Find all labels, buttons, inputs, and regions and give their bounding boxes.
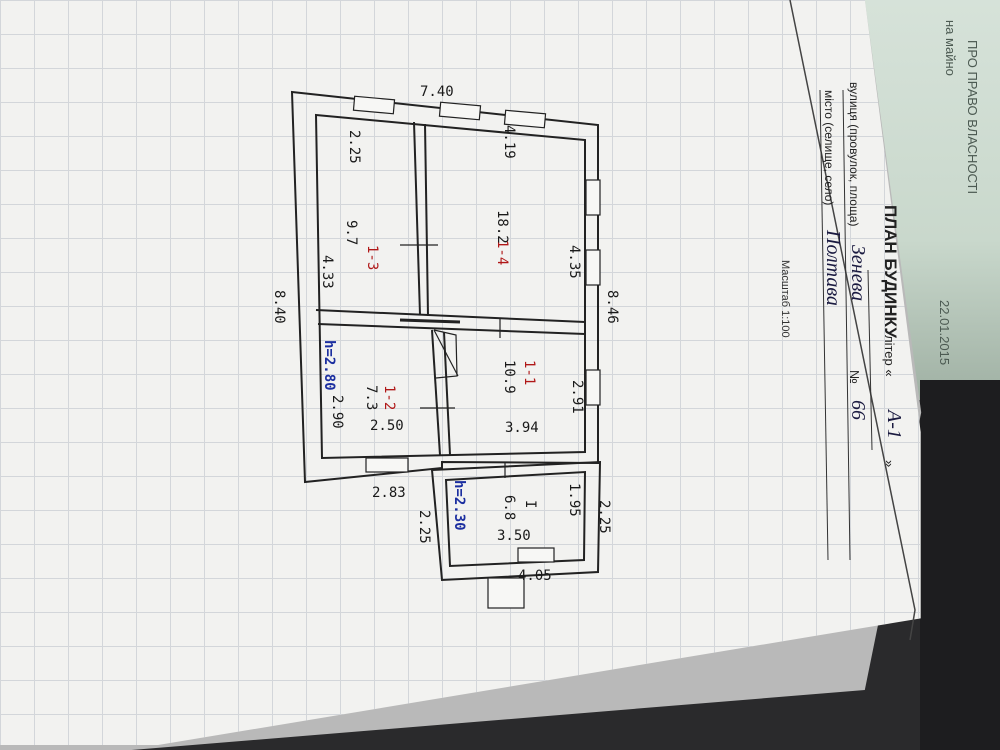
city-label: місто (селище, село) [822, 90, 836, 205]
number-value: 66 [847, 400, 869, 420]
number-label: № [847, 370, 862, 384]
room-1-1-width: 3.94 [505, 420, 539, 436]
letter-value: А-1 [883, 408, 905, 439]
dim-2-25-right: 2.25 [596, 500, 612, 534]
dim-right-length: 8.46 [604, 290, 620, 324]
room-1-4-id: 1-4 [494, 240, 510, 265]
room-1-3-length: 4.33 [319, 255, 335, 289]
room-1-4-area: 18.2 [494, 210, 510, 244]
room-I-width: 3.50 [497, 528, 531, 544]
form-lines [819, 89, 873, 561]
room-1-3-width: 2.25 [346, 130, 362, 164]
room-1-1-id: 1-1 [521, 360, 537, 385]
scale-label: Масштаб 1:100 [779, 260, 791, 338]
room-1-2-length: 2.90 [329, 395, 345, 429]
street-value: Зенева [847, 245, 869, 301]
form-header: ПЛАН БУДИНКУ літер « А-1 » вулиця (прову… [779, 82, 905, 467]
room-I-length: 1.95 [566, 483, 582, 517]
street-label: вулиця (провулок, площа) [847, 82, 861, 227]
room-1-4-width: 4.19 [501, 125, 517, 159]
room-1-1-length: 2.91 [569, 380, 585, 414]
room-1-2-width: 2.50 [370, 418, 404, 434]
svg-text:ПЛАН БУДИНКУ: ПЛАН БУДИНКУ [881, 205, 900, 338]
letter-close: » [882, 460, 897, 467]
room-1-3-area: 9.7 [343, 220, 359, 245]
dim-overall-length: 8.40 [271, 290, 287, 324]
city-value: Полтава [822, 229, 844, 306]
dim-2-83: 2.83 [372, 485, 406, 501]
outer-walls [290, 90, 602, 582]
desk-surface [920, 380, 1000, 750]
room-I-id: I [522, 500, 538, 508]
room-1-4-length: 4.35 [566, 245, 582, 279]
plan-title: ПЛАН БУДИНКУ [881, 205, 900, 338]
room-1-1-area: 10.9 [501, 360, 517, 394]
letter-label: літер « [882, 335, 897, 377]
form-frame [789, 0, 916, 641]
graph-grid [0, 0, 921, 745]
dimensions: 7.40 8.40 8.46 1-4 18.2 4.19 4.35 1-3 9.… [271, 84, 620, 584]
room-1-2-area: 7.3 [363, 385, 379, 410]
room-I-height: h=2.30 [451, 480, 467, 531]
room-1-3-id: 1-3 [364, 245, 380, 270]
paper-sheet [0, 0, 921, 745]
dim-4-05: 4.05 [518, 568, 552, 584]
dim-2-25-left: 2.25 [416, 510, 432, 544]
room-1-2-id: 1-2 [381, 385, 397, 410]
dim-overall-width: 7.40 [420, 84, 454, 100]
windows [352, 95, 601, 609]
door-ticks [400, 244, 506, 478]
door-symbol [399, 318, 461, 379]
room-I-area: 6.8 [501, 495, 517, 520]
room-1-2-height: h=2.80 [321, 340, 337, 391]
